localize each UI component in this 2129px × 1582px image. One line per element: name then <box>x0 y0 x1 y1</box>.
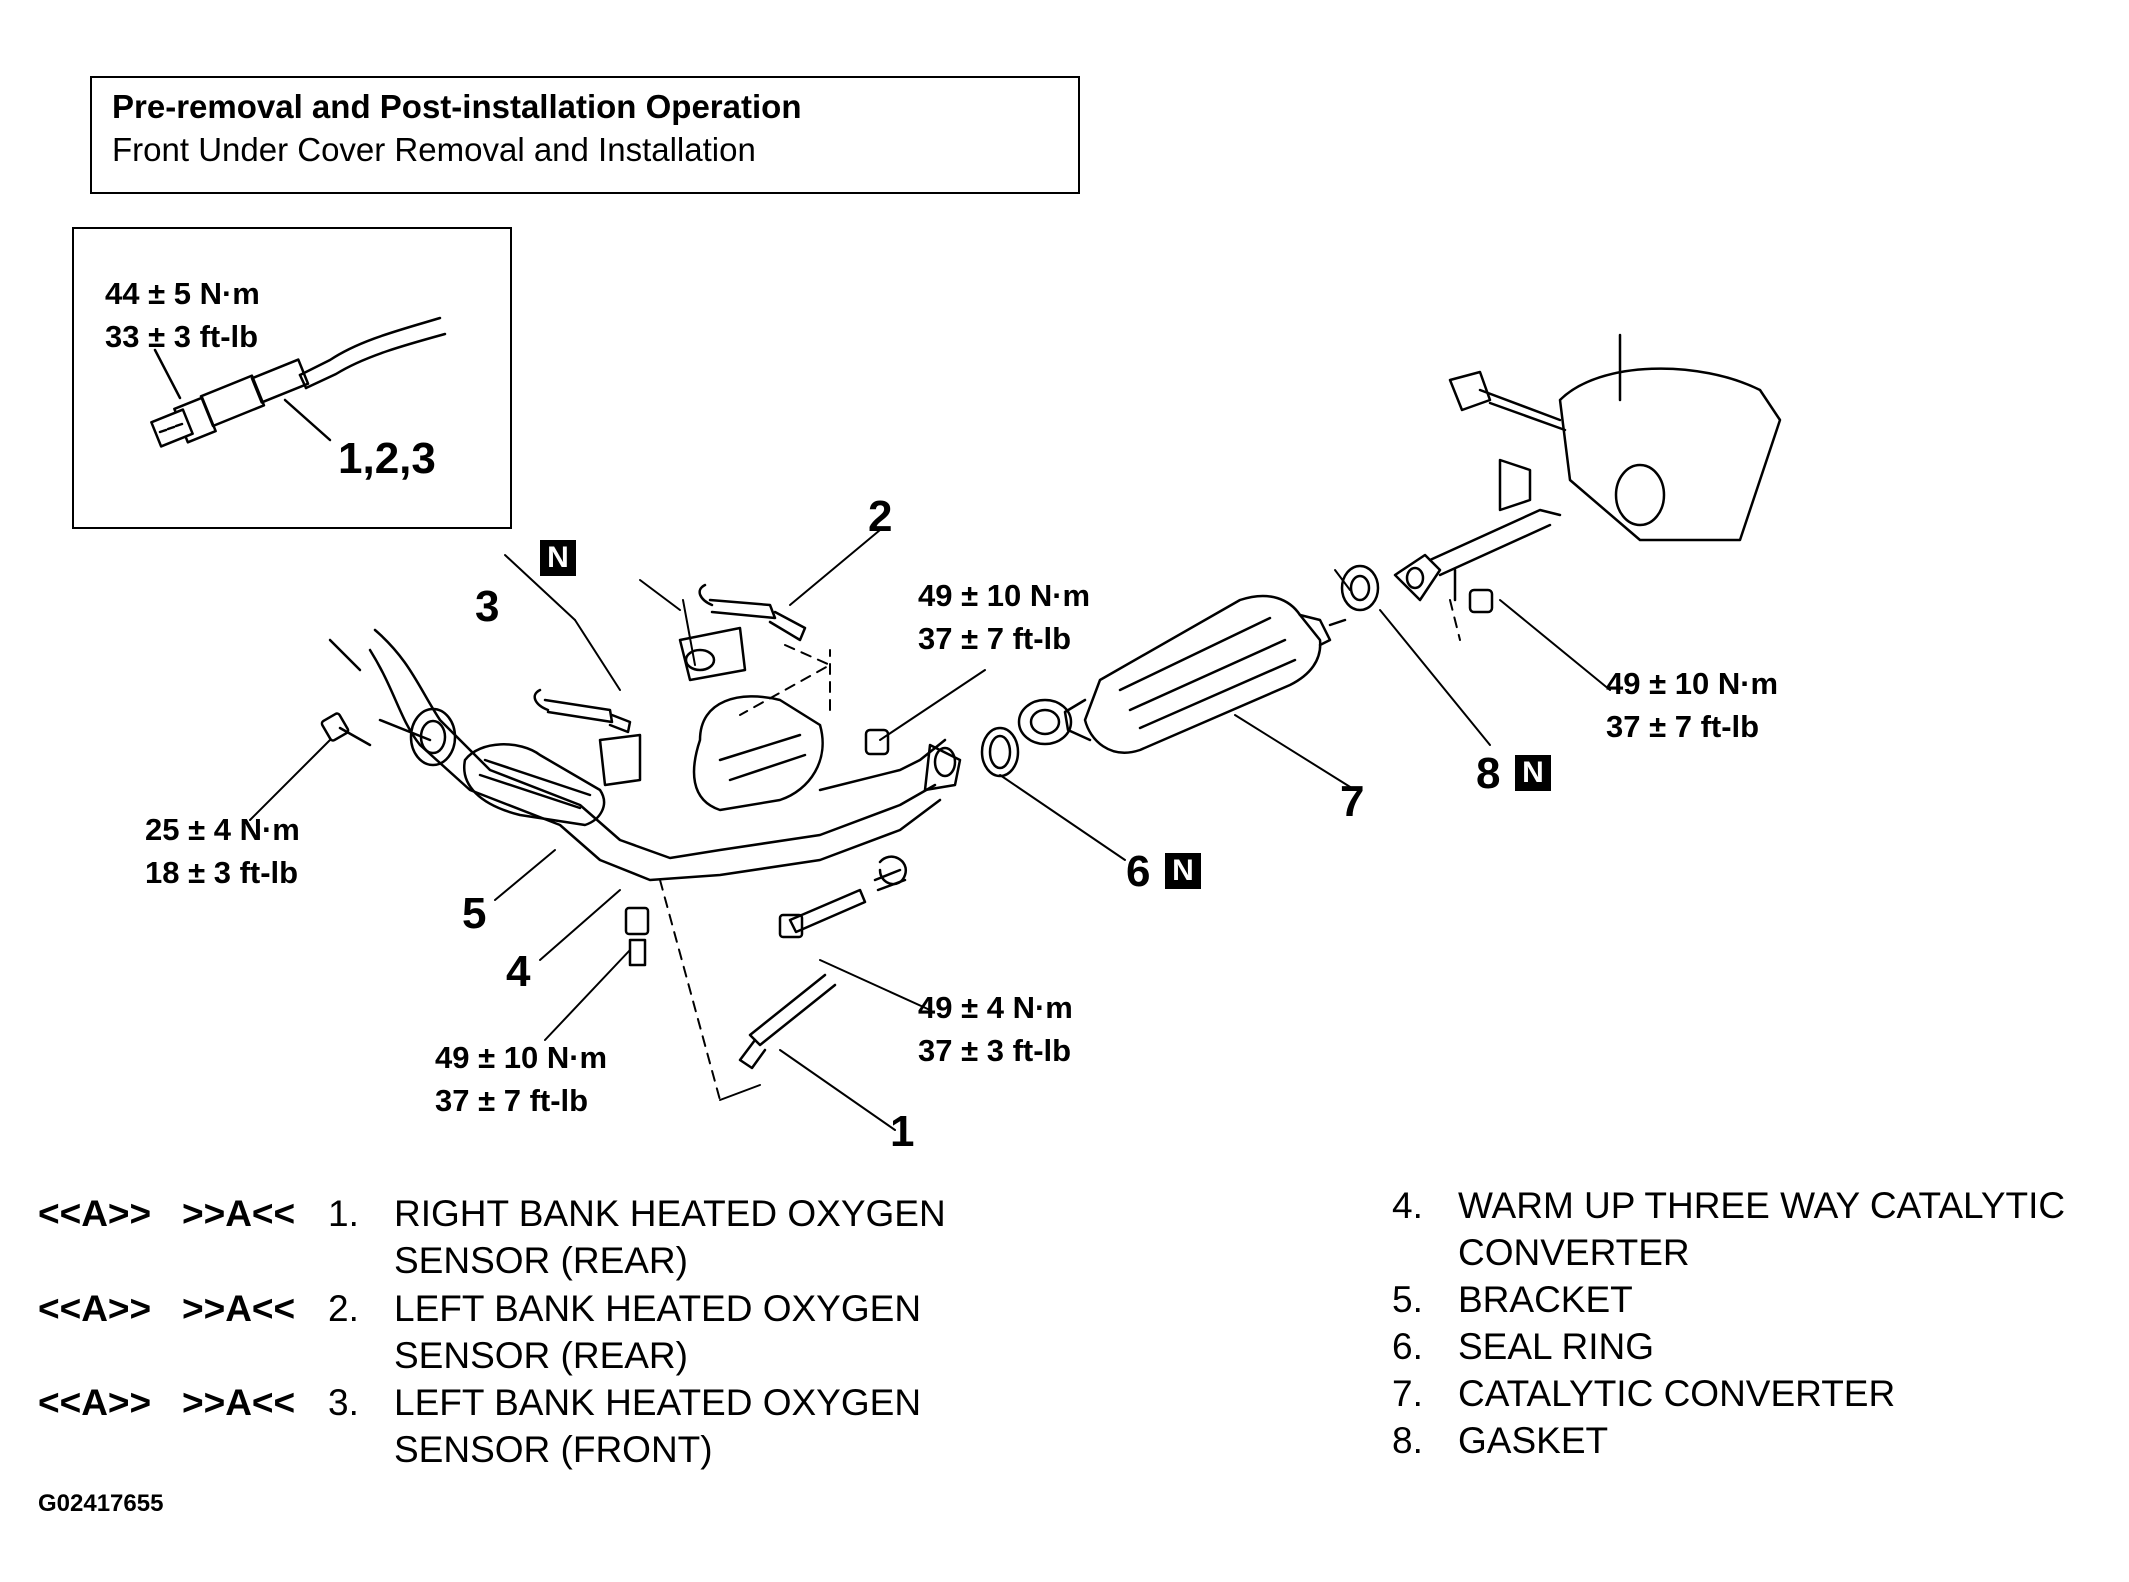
torque-rear-flange-nut-nm: 49 ± 10 N·m <box>1606 666 1779 701</box>
torque-spring-bolt-ftlb: 37 ± 3 ft-lb <box>918 1033 1072 1068</box>
inset-torque-nm: 44 ± 5 N·m <box>105 276 260 311</box>
badge-n-seal-ring: N <box>1165 853 1201 889</box>
torque-rear-flange-nut-ftlb: 37 ± 7 ft-lb <box>1606 709 1760 744</box>
torque-front-flange-nut-nm: 49 ± 10 N·m <box>918 578 1091 613</box>
legend-number: 5. <box>1392 1279 1423 1320</box>
torque-stud-bolt-ftlb: 37 ± 7 ft-lb <box>435 1083 589 1118</box>
callout-1: 1 <box>890 1107 915 1156</box>
legend-number: 6. <box>1392 1326 1423 1367</box>
removal-mark: <<A>> <box>38 1193 152 1234</box>
torque-rear-flange-nut: 49 ± 10 N·m 37 ± 7 ft-lb <box>1606 662 1778 748</box>
torque-front-flange-nut: 49 ± 10 N·m 37 ± 7 ft-lb <box>918 574 1090 660</box>
callout-3: 3 <box>475 582 500 631</box>
sensor-3-drawing <box>533 688 632 734</box>
leader-lines <box>249 529 1611 1131</box>
inset-torque-ftlb: 33 ± 3 ft-lb <box>105 319 259 354</box>
inset-torque: 44 ± 5 N·m 33 ± 3 ft-lb <box>105 272 260 358</box>
legend-number: 8. <box>1392 1420 1423 1461</box>
callout-4: 4 <box>506 947 531 996</box>
inset-oxygen-sensor-drawing <box>150 316 447 448</box>
sensor-inset-box <box>72 227 512 529</box>
torque-front-flange-nut-ftlb: 37 ± 7 ft-lb <box>918 621 1072 656</box>
legend-text-line2: SENSOR (REAR) <box>394 1335 688 1376</box>
legend-text-line1: SEAL RING <box>1458 1326 1655 1367</box>
sensor-1-drawing <box>738 973 837 1070</box>
operation-box <box>90 76 1080 194</box>
callout-8: 8 <box>1476 749 1501 798</box>
legend-text-line1: GASKET <box>1458 1420 1609 1461</box>
inset-callout: 1,2,3 <box>338 434 436 483</box>
figure-id: G02417655 <box>38 1490 164 1517</box>
fasteners-drawing <box>320 712 908 967</box>
muffler-drawing <box>1428 333 1782 602</box>
legend-text-line1: WARM UP THREE WAY CATALYTIC <box>1458 1185 2066 1226</box>
legend-number: 2. <box>328 1288 359 1329</box>
torque-spring-bolt: 49 ± 4 N·m 37 ± 3 ft-lb <box>918 986 1073 1072</box>
catalytic-converter-drawing <box>1017 594 1347 754</box>
callout-7: 7 <box>1340 777 1365 826</box>
legend-text-line2: CONVERTER <box>1458 1232 1690 1273</box>
legend-text-line1: RIGHT BANK HEATED OXYGEN <box>394 1193 946 1234</box>
legend-number: 7. <box>1392 1373 1423 1414</box>
legend-text-line2: SENSOR (REAR) <box>394 1240 688 1281</box>
callout-5: 5 <box>462 889 487 938</box>
torque-bracket-bolt-ftlb: 18 ± 3 ft-lb <box>145 855 299 890</box>
badge-n-gasket-2: N <box>540 540 576 576</box>
gasket-drawing <box>1340 553 1494 614</box>
operation-title: Pre-removal and Post-installation Operat… <box>112 88 802 125</box>
torque-stud-bolt-nm: 49 ± 10 N·m <box>435 1040 608 1075</box>
removal-mark: <<A>> <box>38 1288 152 1329</box>
legend-text-line1: LEFT BANK HEATED OXYGEN <box>394 1288 922 1329</box>
legend-number: 3. <box>328 1382 359 1423</box>
install-mark: >>A<< <box>182 1382 296 1423</box>
torque-bracket-bolt: 25 ± 4 N·m 18 ± 3 ft-lb <box>145 808 300 894</box>
install-mark: >>A<< <box>182 1193 296 1234</box>
operation-subtitle: Front Under Cover Removal and Installati… <box>112 131 756 168</box>
legend-text-line2: SENSOR (FRONT) <box>394 1429 713 1470</box>
badge-n-gasket: N <box>1515 755 1551 791</box>
install-mark: >>A<< <box>182 1288 296 1329</box>
torque-spring-bolt-nm: 49 ± 4 N·m <box>918 990 1073 1025</box>
torque-bracket-bolt-nm: 25 ± 4 N·m <box>145 812 300 847</box>
assembly-lines <box>659 599 1461 1101</box>
legend-text-line1: CATALYTIC CONVERTER <box>1458 1373 1896 1414</box>
callout-6: 6 <box>1126 847 1151 896</box>
legend-number: 1. <box>328 1193 359 1234</box>
front-exhaust-pipe-drawing <box>328 626 962 882</box>
removal-mark: <<A>> <box>38 1382 152 1423</box>
legend-text-line1: BRACKET <box>1458 1279 1633 1320</box>
torque-stud-bolt: 49 ± 10 N·m 37 ± 7 ft-lb <box>435 1036 607 1122</box>
sensor-2-drawing <box>698 583 807 642</box>
legend-number: 4. <box>1392 1185 1423 1226</box>
callout-2: 2 <box>868 492 893 541</box>
legend-text-line1: LEFT BANK HEATED OXYGEN <box>394 1382 922 1423</box>
